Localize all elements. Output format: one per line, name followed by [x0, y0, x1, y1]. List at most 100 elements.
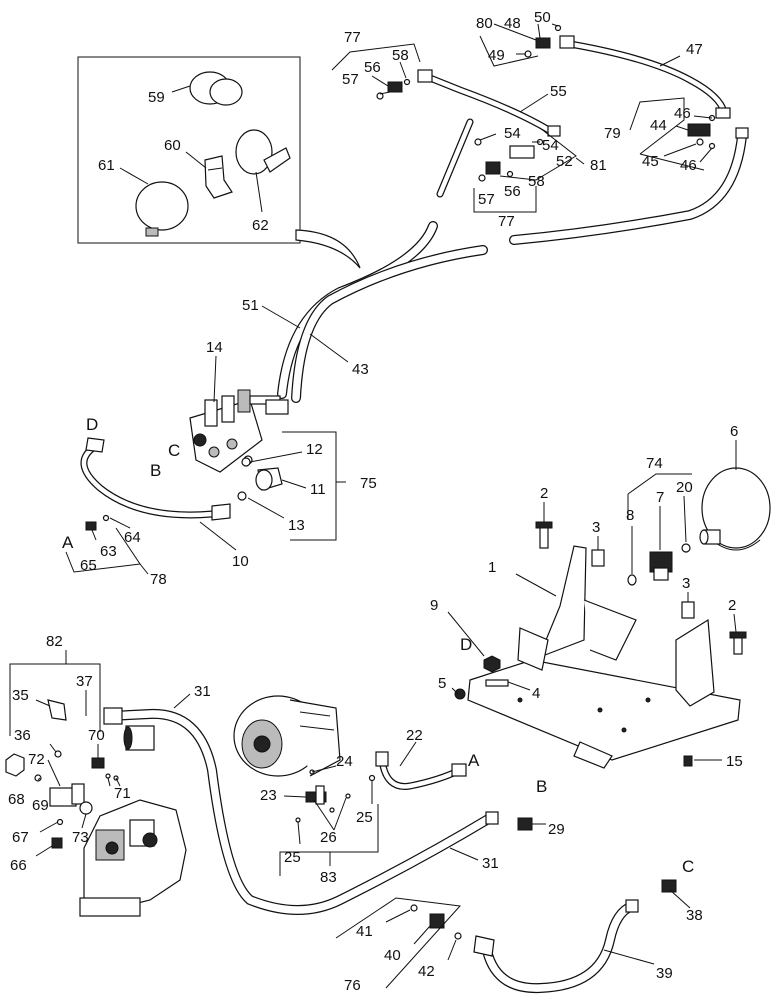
alternator	[233, 695, 341, 777]
fitting-29	[517, 817, 533, 831]
label-66: 66	[10, 857, 27, 874]
label-14: 14	[206, 339, 223, 356]
label-15: 15	[726, 753, 743, 770]
label-9: 9	[430, 597, 438, 614]
valve-fittings	[237, 457, 283, 501]
label-64: 64	[124, 529, 141, 546]
label-5: 5	[438, 675, 446, 692]
label-67: 67	[12, 829, 29, 846]
label-20: 20	[676, 479, 693, 496]
tube-39	[473, 899, 639, 994]
label-45: 45	[642, 153, 659, 170]
label-49: 49	[488, 47, 505, 64]
label-83: 83	[320, 869, 337, 886]
fittings-40-42	[410, 904, 462, 940]
tube-10	[80, 437, 231, 531]
label-56: 56	[364, 59, 381, 76]
label-38: 38	[686, 907, 703, 924]
label-36: 36	[14, 727, 31, 744]
label-42: 42	[418, 963, 435, 980]
letter-c-valve: C	[168, 441, 180, 460]
label-47: 47	[686, 41, 703, 58]
label-31: 31	[194, 683, 211, 700]
label-29: 29	[548, 821, 565, 838]
pump-fittings	[5, 699, 119, 849]
control-valve	[189, 389, 289, 473]
label-57b: 57	[478, 191, 495, 208]
fitting-38	[661, 879, 677, 893]
label-22: 22	[406, 727, 423, 744]
label-61: 61	[98, 157, 115, 174]
label-6: 6	[730, 423, 738, 440]
label-26: 26	[320, 829, 337, 846]
label-2: 2	[540, 485, 548, 502]
label-46b: 46	[680, 157, 697, 174]
label-13: 13	[288, 517, 305, 534]
label-56b: 56	[504, 183, 521, 200]
label-46: 46	[674, 105, 691, 122]
label-73: 73	[72, 829, 89, 846]
hydraulic-pump	[79, 725, 187, 917]
label-82: 82	[46, 633, 63, 650]
mounting-bracket	[467, 545, 741, 769]
label-57: 57	[342, 71, 359, 88]
letter-d-top: D	[86, 415, 98, 434]
letter-b-valve: B	[150, 461, 161, 480]
label-44: 44	[650, 117, 667, 134]
label-79: 79	[604, 125, 621, 142]
label-11: 11	[310, 481, 326, 498]
label-4: 4	[532, 685, 540, 702]
letter-a-tube: A	[468, 751, 480, 770]
letter-c-fitting: C	[682, 857, 694, 876]
bracket-hardware	[454, 521, 747, 767]
label-1: 1	[488, 559, 496, 576]
label-48: 48	[504, 15, 521, 32]
label-70: 70	[88, 727, 105, 744]
label-77b: 77	[498, 213, 515, 230]
label-69: 69	[32, 797, 49, 814]
label-50: 50	[534, 9, 551, 26]
label-76: 76	[344, 977, 361, 994]
label-74: 74	[646, 455, 663, 472]
label-41: 41	[356, 923, 373, 940]
label-54: 54	[504, 125, 521, 142]
label-62: 62	[252, 217, 269, 234]
label-52: 52	[556, 153, 573, 170]
label-23: 23	[260, 787, 277, 804]
label-37: 37	[76, 673, 93, 690]
label-71: 71	[114, 785, 131, 802]
label-77: 77	[344, 29, 361, 46]
label-54b: 54	[542, 137, 559, 154]
label-39: 39	[656, 965, 673, 982]
accumulator	[699, 467, 771, 551]
label-65: 65	[80, 557, 97, 574]
label-40: 40	[384, 947, 401, 964]
label-78: 78	[150, 571, 167, 588]
label-24: 24	[336, 753, 353, 770]
label-60: 60	[164, 137, 181, 154]
label-51: 51	[242, 297, 259, 314]
label-25b: 25	[284, 849, 301, 866]
tube-22	[375, 751, 467, 790]
label-3: 3	[592, 519, 600, 536]
label-7: 7	[656, 489, 664, 506]
label-35: 35	[12, 687, 29, 704]
label-80: 80	[476, 15, 493, 32]
tube-31	[103, 707, 499, 915]
label-58b: 58	[528, 173, 545, 190]
label-81: 81	[590, 157, 607, 174]
label-58: 58	[392, 47, 409, 64]
leader-lines	[9, 23, 737, 989]
label-55: 55	[550, 83, 567, 100]
letter-b-fitting: B	[536, 777, 547, 796]
label-72: 72	[28, 751, 45, 768]
label-3b: 3	[682, 575, 690, 592]
connection-letters: D C B A D A B C	[62, 415, 694, 876]
letter-a-left: A	[62, 533, 74, 552]
label-12: 12	[306, 441, 323, 458]
label-31b: 31	[482, 855, 499, 872]
label-2b: 2	[728, 597, 736, 614]
label-68: 68	[8, 791, 25, 808]
label-75: 75	[360, 475, 377, 492]
